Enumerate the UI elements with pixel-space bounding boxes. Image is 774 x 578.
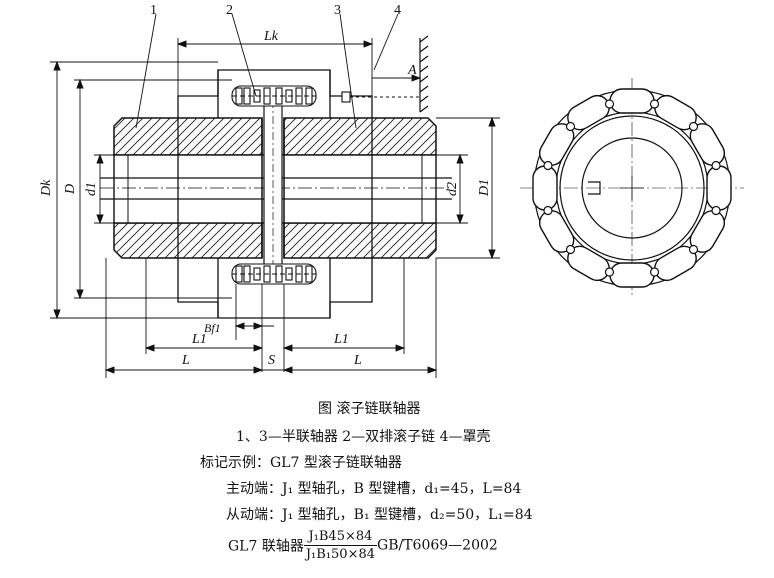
label-S: S [268, 353, 275, 368]
roller-chain-bottom [231, 263, 317, 285]
label-A: A [407, 63, 417, 78]
chain-pin [604, 99, 615, 109]
label-L1-left: L1 [191, 332, 207, 347]
label-D1: D1 [477, 179, 492, 197]
label-L-left: L [181, 353, 190, 368]
chain-pin [649, 267, 660, 277]
end-view-chain-links [532, 88, 732, 288]
label-L-right: L [353, 353, 362, 368]
label-Lk: Lk [263, 29, 279, 44]
marking-denominator: J₁B₁50×84 [305, 547, 376, 562]
part-number-1: 1 [150, 3, 157, 18]
chain-pin [711, 160, 721, 171]
roller-chain-top [231, 85, 317, 107]
label-d1: d1 [84, 182, 99, 196]
dimension-lines [50, 13, 500, 378]
chain-pin [565, 244, 576, 255]
part-number-2: 2 [226, 3, 233, 18]
half-coupling-right [283, 117, 437, 259]
driven-end-spec: 从动端：J₁ 型轴孔，B₁ 型键槽，d₂=50，L₁=84 [226, 507, 533, 523]
label-Bf1: Bf1 [204, 321, 221, 335]
chain-pin [688, 244, 699, 255]
part-number-4: 4 [394, 3, 401, 18]
chain-pin [711, 205, 721, 216]
chain-pin [688, 121, 699, 132]
chain-pin [543, 160, 553, 171]
driving-end-spec: 主动端：J₁ 型轴孔，B 型键槽，d₁=45，L=84 [226, 481, 522, 497]
part-number-3: 3 [334, 3, 341, 18]
half-coupling-left [113, 117, 263, 259]
label-Dk: Dk [39, 179, 54, 197]
label-d2: d2 [445, 182, 460, 196]
chain-pin [649, 99, 660, 109]
chain-link [706, 165, 732, 211]
mounting-wall [419, 35, 429, 113]
chain-link [532, 165, 558, 211]
chain-link [609, 262, 655, 288]
chain-link [609, 88, 655, 114]
chain-pin [543, 205, 553, 216]
marking-suffix: GB/T6069—2002 [377, 537, 498, 554]
figure-title: 图 滚子链联轴器 [318, 401, 421, 417]
chain-pin [565, 121, 576, 132]
chain-pin [604, 267, 615, 277]
marking-prefix: GL7 联轴器 [228, 538, 304, 555]
sprocket-teeth [263, 99, 283, 279]
parts-legend: 1、3—半联轴器 2—双排滚子链 4—罩壳 [236, 429, 491, 445]
marking-example-label: 标记示例：GL7 型滚子链联轴器 [200, 455, 402, 471]
cover-bolt [341, 91, 420, 103]
marking-numerator: J₁B45×84 [303, 528, 378, 546]
label-D: D [63, 184, 78, 195]
label-L1-right: L1 [333, 332, 349, 347]
